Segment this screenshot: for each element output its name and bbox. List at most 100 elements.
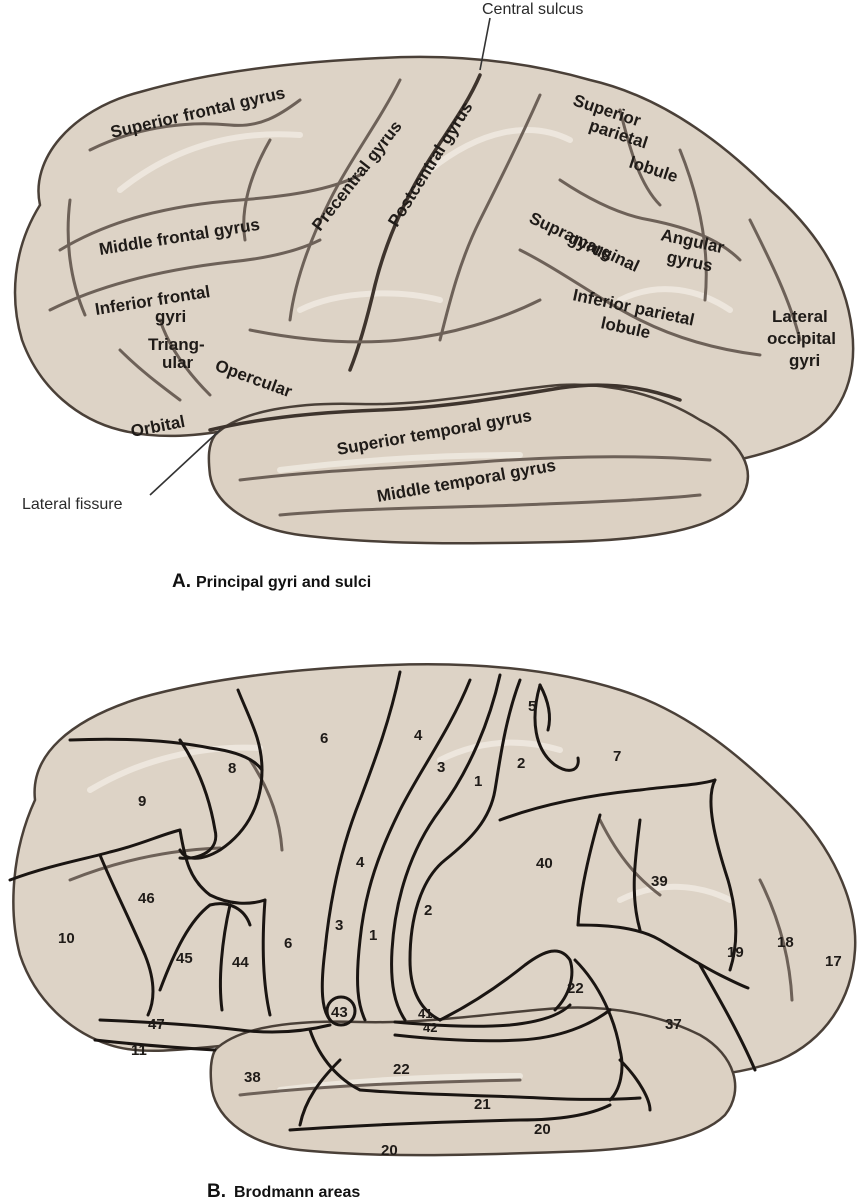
brodmann-boundary: [158, 902, 252, 992]
brain-b-sulcus: [248, 758, 284, 852]
brodmann-area-20-low: 20: [381, 1142, 398, 1159]
brodmann-area-18: 18: [777, 934, 794, 951]
panel-b: 5 4 6 8 9 3 2 7 1 40 39 46 4 3 1 2 10 45…: [8, 663, 857, 1200]
brain-b-highlight: [617, 883, 733, 903]
brodmann-area-3-mid: 3: [335, 917, 343, 934]
brodmann-area-19: 19: [727, 944, 744, 961]
brodmann-area-10: 10: [58, 930, 75, 947]
brodmann-area-5: 5: [528, 698, 536, 715]
brodmann-area-3-top: 3: [437, 759, 445, 776]
brain-a-sulcus: [678, 148, 708, 302]
brain-a-sulcus: [558, 178, 742, 262]
brain-a-sulcus: [278, 493, 702, 517]
panel-b-caption-letter: B.: [207, 1181, 226, 1200]
brodmann-area-7: 7: [613, 748, 621, 765]
panel-b-caption-text: Brodmann areas: [234, 1184, 360, 1200]
brain-a-highlight: [617, 286, 733, 313]
brodmann-area-1-top: 1: [474, 773, 482, 790]
brodmann-area-43: 43: [331, 1004, 348, 1021]
central-sulcus-leader: [479, 17, 491, 71]
brodmann-boundary: [308, 1028, 642, 1101]
brodmann-boundary: [498, 778, 717, 822]
brodmann-area-8: 8: [228, 760, 236, 777]
brodmann-boundary: [393, 1003, 572, 1028]
brodmann-area-22-low: 22: [393, 1061, 410, 1078]
brain-a-highlight: [277, 452, 523, 473]
brodmann-area-2-mid: 2: [424, 902, 432, 919]
lateral-fissure-line: [208, 383, 682, 432]
brodmann-boundary: [709, 778, 738, 972]
brain-b-sulcus: [238, 1078, 522, 1097]
brodmann-area-42: 42: [423, 1020, 437, 1035]
brodmann-area-11: 11: [131, 1042, 147, 1059]
brodmann-boundary: [320, 670, 402, 1022]
central-sulcus-callout: Central sulcus: [482, 1, 583, 18]
brodmann-boundary: [68, 737, 264, 772]
brodmann-area-4-top: 4: [414, 727, 423, 744]
brain-a-sulcus: [88, 98, 302, 152]
brain-b-sulcus: [598, 818, 662, 897]
brain-a-sulcus: [48, 238, 322, 312]
brodmann-boundary: [576, 813, 602, 927]
brodmann-area-1-mid: 1: [369, 927, 377, 944]
brodmann-boundary: [98, 853, 155, 1017]
brodmann-boundary: [261, 898, 272, 1017]
brodmann-area-47: 47: [148, 1016, 165, 1033]
brodmann-boundary: [218, 903, 232, 1012]
brain-a-sulcus: [118, 348, 182, 402]
brodmann-boundary: [408, 678, 522, 1022]
panel-a: Central sulcus Lateral fissure Superior …: [13, 1, 855, 592]
brodmann-boundary: [576, 923, 750, 990]
brain-a-sulcus: [248, 298, 542, 344]
brain-a-sulcus: [242, 138, 272, 242]
lateral-occipital-label-line2: occipital: [767, 329, 836, 348]
brain-a-sulcus: [66, 198, 87, 317]
brain-b-sulcus: [758, 878, 794, 1002]
brodmann-area-21: 21: [474, 1096, 491, 1113]
panel-a-caption-letter: A.: [172, 571, 191, 592]
brodmann-boundary: [698, 963, 757, 1072]
brodmann-boundary: [438, 949, 574, 1022]
brain-b-highlight: [437, 739, 563, 763]
brodmann-boundary: [8, 828, 182, 882]
lateral-occipital-label-line3: gyri: [789, 351, 820, 370]
brain-a-highlight: [297, 290, 443, 313]
brain-a-sulcus: [238, 455, 712, 482]
brodmann-boundary: [288, 1103, 612, 1132]
area-43-outline: [325, 995, 357, 1027]
inferior-frontal-gyri-label-line2: gyri: [155, 307, 186, 326]
brodmann-boundary: [538, 683, 552, 732]
brodmann-area-41: 41: [418, 1006, 432, 1021]
brodmann-boundary: [618, 1058, 652, 1112]
brodmann-boundary: [178, 738, 218, 860]
brodmann-area-4-mid: 4: [356, 854, 365, 871]
brodmann-area-6-mid: 6: [284, 935, 292, 952]
brodmann-boundary: [98, 1018, 332, 1034]
triangular-label-line1: Triang-: [148, 335, 205, 354]
brain-a-sulcus: [438, 93, 542, 342]
brain-a-temporal-lobe: [207, 383, 750, 545]
triangular-label-line2: ular: [162, 353, 194, 372]
brain-b-sulcus: [68, 846, 222, 882]
brodmann-area-45: 45: [176, 950, 193, 967]
brodmann-area-17: 17: [825, 953, 842, 970]
brain-a-sulcus: [158, 318, 212, 397]
brain-a-highlight: [117, 131, 303, 193]
brodmann-area-38: 38: [244, 1069, 261, 1086]
brain-b-highlight: [277, 1073, 523, 1093]
brain-a-sulcus: [618, 108, 662, 207]
brain-a-sulcus: [748, 218, 802, 342]
brodmann-boundary: [390, 673, 502, 1022]
brodmann-area-44: 44: [232, 954, 249, 971]
brodmann-boundary: [533, 683, 580, 772]
brodmann-boundary: [356, 678, 472, 1022]
brodmann-boundary: [298, 1058, 342, 1127]
brodmann-boundary: [93, 1038, 217, 1052]
brodmann-area-22-right: 22: [567, 980, 584, 997]
brodmann-area-39: 39: [651, 873, 668, 890]
brain-a-sulcus: [518, 248, 762, 357]
brodmann-area-6-top: 6: [320, 730, 328, 747]
brain-a-highlight: [427, 127, 573, 173]
lateral-fissure-callout: Lateral fissure: [22, 496, 123, 513]
brodmann-area-9: 9: [138, 793, 146, 810]
